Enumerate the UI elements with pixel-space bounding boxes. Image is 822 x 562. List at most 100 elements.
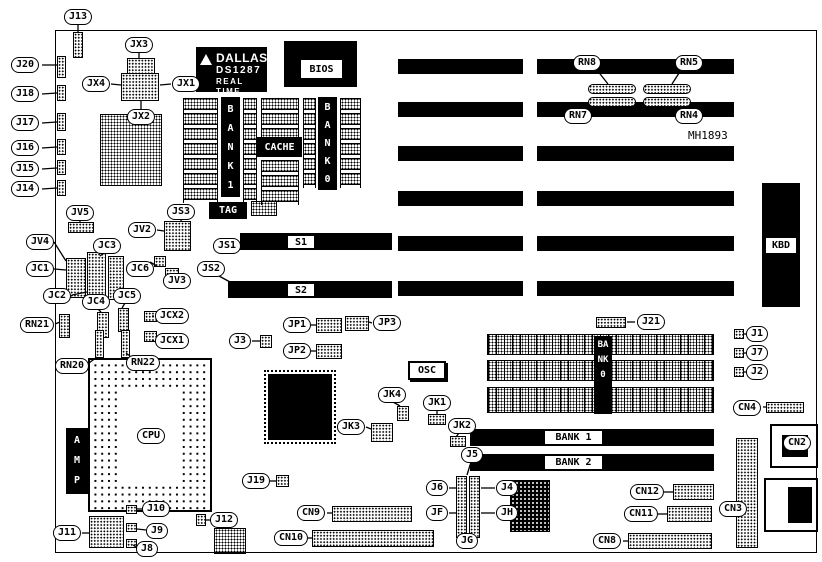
simm-bank1-label: BANK 1 bbox=[545, 431, 602, 444]
s1-slot bbox=[240, 233, 392, 250]
callout-jx2: JX2 bbox=[126, 109, 156, 125]
header-js3 bbox=[164, 221, 191, 251]
cache-chip-column-2 bbox=[243, 98, 257, 203]
cache-chip-column-3b bbox=[261, 160, 299, 205]
header-j10 bbox=[126, 505, 137, 514]
callout-j13: J13 bbox=[63, 9, 93, 25]
cache-chip-column-3a bbox=[261, 98, 299, 143]
isa-slot-6-right bbox=[537, 281, 734, 296]
header-jp3 bbox=[345, 316, 369, 331]
s2-label: S2 bbox=[288, 284, 314, 296]
amp-label: AMP bbox=[73, 435, 81, 486]
isa-slot-3-left bbox=[398, 146, 523, 161]
callout-jc3: JC3 bbox=[92, 238, 122, 254]
dallas-logo-icon bbox=[200, 54, 212, 65]
header-jp2 bbox=[316, 344, 342, 359]
bios-label: BIOS bbox=[301, 60, 342, 78]
callout-cn9: CN9 bbox=[296, 505, 326, 521]
header-j11 bbox=[89, 516, 124, 548]
isa-slot-3-right bbox=[537, 146, 734, 161]
isa-slot-4-left bbox=[398, 191, 523, 206]
header-j3 bbox=[260, 335, 272, 348]
controller-chip bbox=[100, 114, 162, 186]
callout-jv5: JV5 bbox=[65, 205, 95, 221]
amp-bar: AMP bbox=[66, 428, 88, 494]
isa-slot-1-right bbox=[537, 59, 734, 74]
rn4-network bbox=[643, 97, 691, 107]
header-jp1 bbox=[316, 318, 342, 333]
rn7-network bbox=[588, 97, 636, 107]
callout-jc5: JC5 bbox=[112, 288, 142, 304]
callout-cn2: CN2 bbox=[782, 435, 812, 451]
callout-jcx2: JCX2 bbox=[154, 308, 190, 324]
callout-j17: J17 bbox=[10, 115, 40, 131]
din-connector bbox=[764, 478, 818, 532]
simm-bank0-label: BANK0 bbox=[597, 340, 609, 380]
rn8-network bbox=[588, 84, 636, 94]
header-j12 bbox=[196, 514, 206, 526]
cpu-label: CPU bbox=[136, 428, 166, 444]
header-jc6 bbox=[154, 256, 166, 267]
header-j4-column bbox=[469, 476, 480, 538]
cn3-header bbox=[736, 438, 758, 548]
callout-jh: JH bbox=[495, 505, 519, 521]
header-jumper-block-b bbox=[66, 258, 86, 298]
callout-cn12: CN12 bbox=[629, 484, 665, 500]
silkscreen-code: MH1893 bbox=[688, 129, 728, 142]
callout-jp2: JP2 bbox=[282, 343, 312, 359]
callout-j7: J7 bbox=[745, 345, 769, 361]
callout-j6: J6 bbox=[425, 480, 449, 496]
callout-cn4: CN4 bbox=[732, 400, 762, 416]
cache-label-box: CACHE bbox=[257, 137, 302, 157]
header-j15 bbox=[57, 160, 66, 175]
cache-bank1-bar: BANK1 bbox=[221, 97, 240, 197]
callout-rn4: RN4 bbox=[674, 108, 704, 124]
header-j9 bbox=[126, 523, 137, 532]
callout-jx3: JX3 bbox=[124, 37, 154, 53]
kbd-label: KBD bbox=[766, 238, 796, 253]
chip-near-j12 bbox=[214, 528, 246, 554]
callout-jc1: JC1 bbox=[25, 261, 55, 277]
dallas-brand: DALLAS bbox=[216, 51, 268, 65]
callout-jp3: JP3 bbox=[372, 315, 402, 331]
isa-slot-5-right bbox=[537, 236, 734, 251]
callout-jk4: JK4 bbox=[377, 387, 407, 403]
header-jx-block bbox=[121, 73, 159, 101]
callout-j4: J4 bbox=[495, 480, 519, 496]
header-j14 bbox=[57, 180, 66, 196]
callout-js1: JS1 bbox=[212, 238, 242, 254]
header-j21 bbox=[596, 317, 626, 328]
callout-j3: J3 bbox=[228, 333, 252, 349]
tag-ram-chip bbox=[251, 201, 277, 216]
header-jk3 bbox=[371, 423, 393, 442]
callout-j2: J2 bbox=[745, 364, 769, 380]
callout-cn3: CN3 bbox=[718, 501, 748, 517]
callout-jc4: JC4 bbox=[81, 294, 111, 310]
callout-j11: J11 bbox=[52, 525, 82, 541]
callout-jx4: JX4 bbox=[81, 76, 111, 92]
cn11-header bbox=[667, 506, 712, 522]
callout-jv2: JV2 bbox=[127, 222, 157, 238]
callout-j14: J14 bbox=[10, 181, 40, 197]
header-j7 bbox=[734, 348, 744, 358]
dallas-rtc-chip: DALLAS DS1287 REAL TIME bbox=[196, 47, 268, 96]
cache-chip-column-1 bbox=[183, 98, 218, 203]
cn10-header bbox=[312, 530, 434, 547]
header-j2 bbox=[734, 367, 744, 377]
callout-j5: J5 bbox=[460, 447, 484, 463]
callout-jk2: JK2 bbox=[447, 418, 477, 434]
callout-js3: JS3 bbox=[166, 204, 196, 220]
s1-label: S1 bbox=[288, 236, 314, 248]
isa-slot-5-left bbox=[398, 236, 523, 251]
callout-rn21: RN21 bbox=[19, 317, 55, 333]
rn21-network bbox=[59, 314, 70, 338]
dallas-model: DS1287 bbox=[216, 65, 262, 76]
cache-chip-column-5 bbox=[340, 98, 361, 188]
cache-bank0-bar: BANK0 bbox=[318, 97, 337, 190]
isa-slot-2-left bbox=[398, 102, 523, 117]
isa-slot-1-left bbox=[398, 59, 523, 74]
cache-bank0-label: BANK0 bbox=[324, 102, 331, 185]
callout-j8: J8 bbox=[135, 541, 159, 557]
cn4-header bbox=[766, 402, 804, 413]
